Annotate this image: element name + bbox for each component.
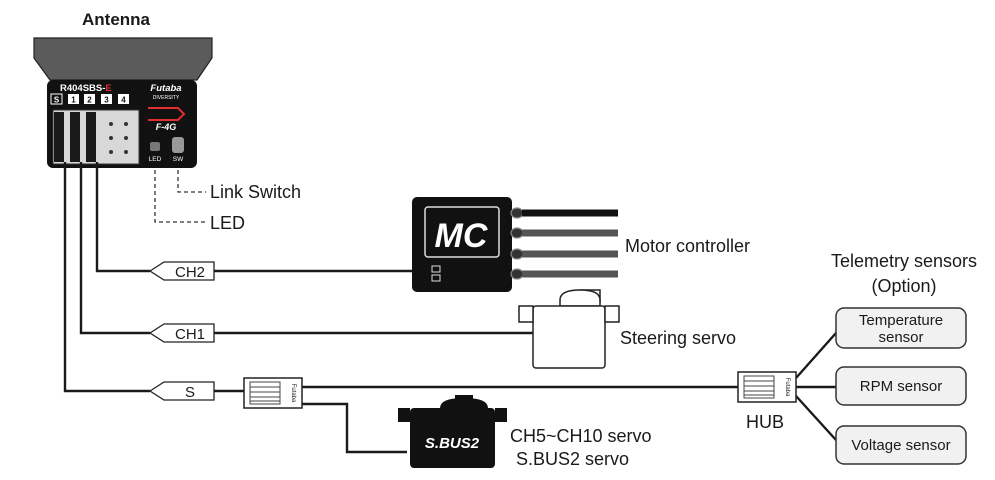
mode-badge-label: F-4G <box>156 122 177 132</box>
wire-to-sbus-servo <box>302 402 407 454</box>
voltage-sensor: Voltage sensor <box>835 425 967 465</box>
port-label-3: 3 <box>104 96 109 105</box>
led-small-label: LED <box>149 156 162 163</box>
motor-controller-label: Motor controller <box>625 236 750 256</box>
sbus-connector: Futaba <box>243 377 303 409</box>
tag-s-label: S <box>185 384 195 401</box>
callout-lines <box>154 170 206 223</box>
link-switch-callout <box>177 170 206 193</box>
hub-label: HUB <box>746 412 784 432</box>
temperature-sensor-line1: Temperature <box>859 312 943 329</box>
plugged-connector-2 <box>86 112 96 162</box>
sbus2-servo-badge: S.BUS2 <box>425 435 480 452</box>
steering-servo-label: Steering servo <box>620 328 736 348</box>
tag-ch2-label: CH2 <box>175 264 205 281</box>
receiver: R404SBS-E Futaba DIVERSITY S 1 2 3 4 F-4… <box>33 37 213 168</box>
sbus-connector-brand: Futaba <box>290 384 296 403</box>
led-label: LED <box>210 213 245 233</box>
tag-s: S <box>148 381 215 401</box>
rpm-sensor: RPM sensor <box>835 366 967 406</box>
telemetry-title-line1: Telemetry sensors <box>831 251 977 271</box>
sbus-servo-label-line2: S.BUS2 servo <box>516 449 629 469</box>
receiver-antenna-cap <box>33 37 213 81</box>
tag-ch1: CH1 <box>148 323 215 343</box>
port-label-2: 2 <box>87 96 92 105</box>
steering-servo <box>518 289 620 369</box>
receiver-brand-sub: DIVERSITY <box>153 95 180 101</box>
temperature-sensor-line2: sensor <box>878 329 923 346</box>
motor-controller: MC <box>412 197 618 292</box>
receiver-led <box>150 142 160 151</box>
port-label-s: S <box>54 96 60 105</box>
wire-s <box>63 162 150 393</box>
port-label-4: 4 <box>121 96 126 105</box>
tag-ch2: CH2 <box>148 261 215 281</box>
plugged-connector-1 <box>70 112 80 162</box>
voltage-sensor-label: Voltage sensor <box>851 437 950 454</box>
wire-hub-temp <box>795 332 837 379</box>
hub-brand: Futaba <box>784 378 790 397</box>
receiver-brand: Futaba <box>150 83 181 94</box>
wire-hub-voltage <box>795 395 837 441</box>
plugged-connector-s <box>54 112 64 162</box>
tag-ch1-label: CH1 <box>175 326 205 343</box>
hub: Futaba <box>737 371 797 403</box>
port-labels: S 1 2 3 4 <box>50 93 129 105</box>
led-callout <box>154 170 206 223</box>
sw-small-label: SW <box>173 156 184 163</box>
f4g-badge: F-4G <box>148 107 186 132</box>
link-switch-label: Link Switch <box>210 182 301 202</box>
sbus-servo-label-line1: CH5~CH10 servo <box>510 426 652 446</box>
port-label-1: 1 <box>71 96 76 105</box>
rpm-sensor-label: RPM sensor <box>860 378 943 395</box>
temperature-sensor: Temperature sensor <box>835 307 967 349</box>
wires <box>63 162 837 454</box>
link-switch-button[interactable] <box>172 137 184 153</box>
antenna-label: Antenna <box>82 10 151 29</box>
telemetry-title-line2: (Option) <box>871 276 936 296</box>
wire-ch2 <box>95 162 150 273</box>
receiver-model: R404SBS-E <box>60 83 112 94</box>
sbus2-servo: S.BUS2 <box>398 395 507 468</box>
wire-ch1 <box>79 162 150 335</box>
mc-badge: MC <box>435 217 488 255</box>
